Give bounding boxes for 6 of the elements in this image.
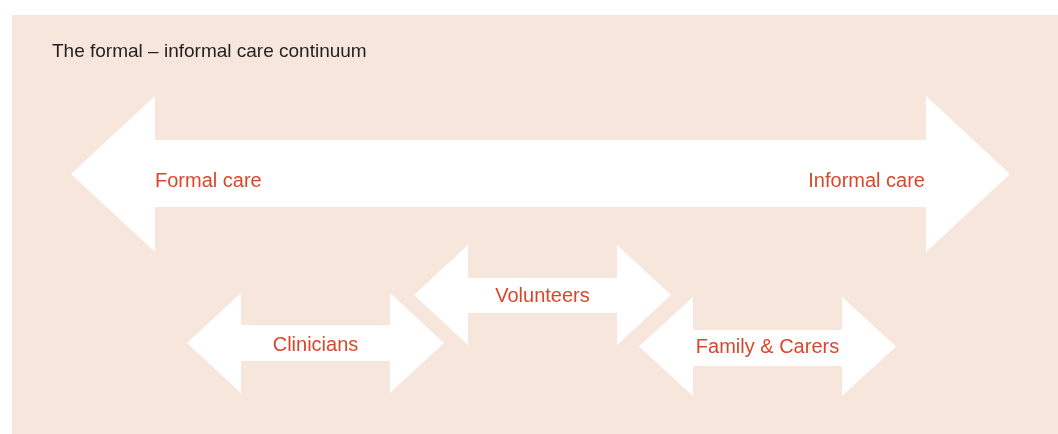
arrow-label: Family & Carers (695, 334, 840, 358)
arrow-label: Informal care (808, 168, 925, 192)
arrow-label: Clinicians (272, 332, 359, 356)
arrow-label: Formal care (155, 168, 262, 192)
arrow-label: Volunteers (495, 283, 590, 307)
diagram-title: The formal – informal care continuum (52, 40, 367, 62)
